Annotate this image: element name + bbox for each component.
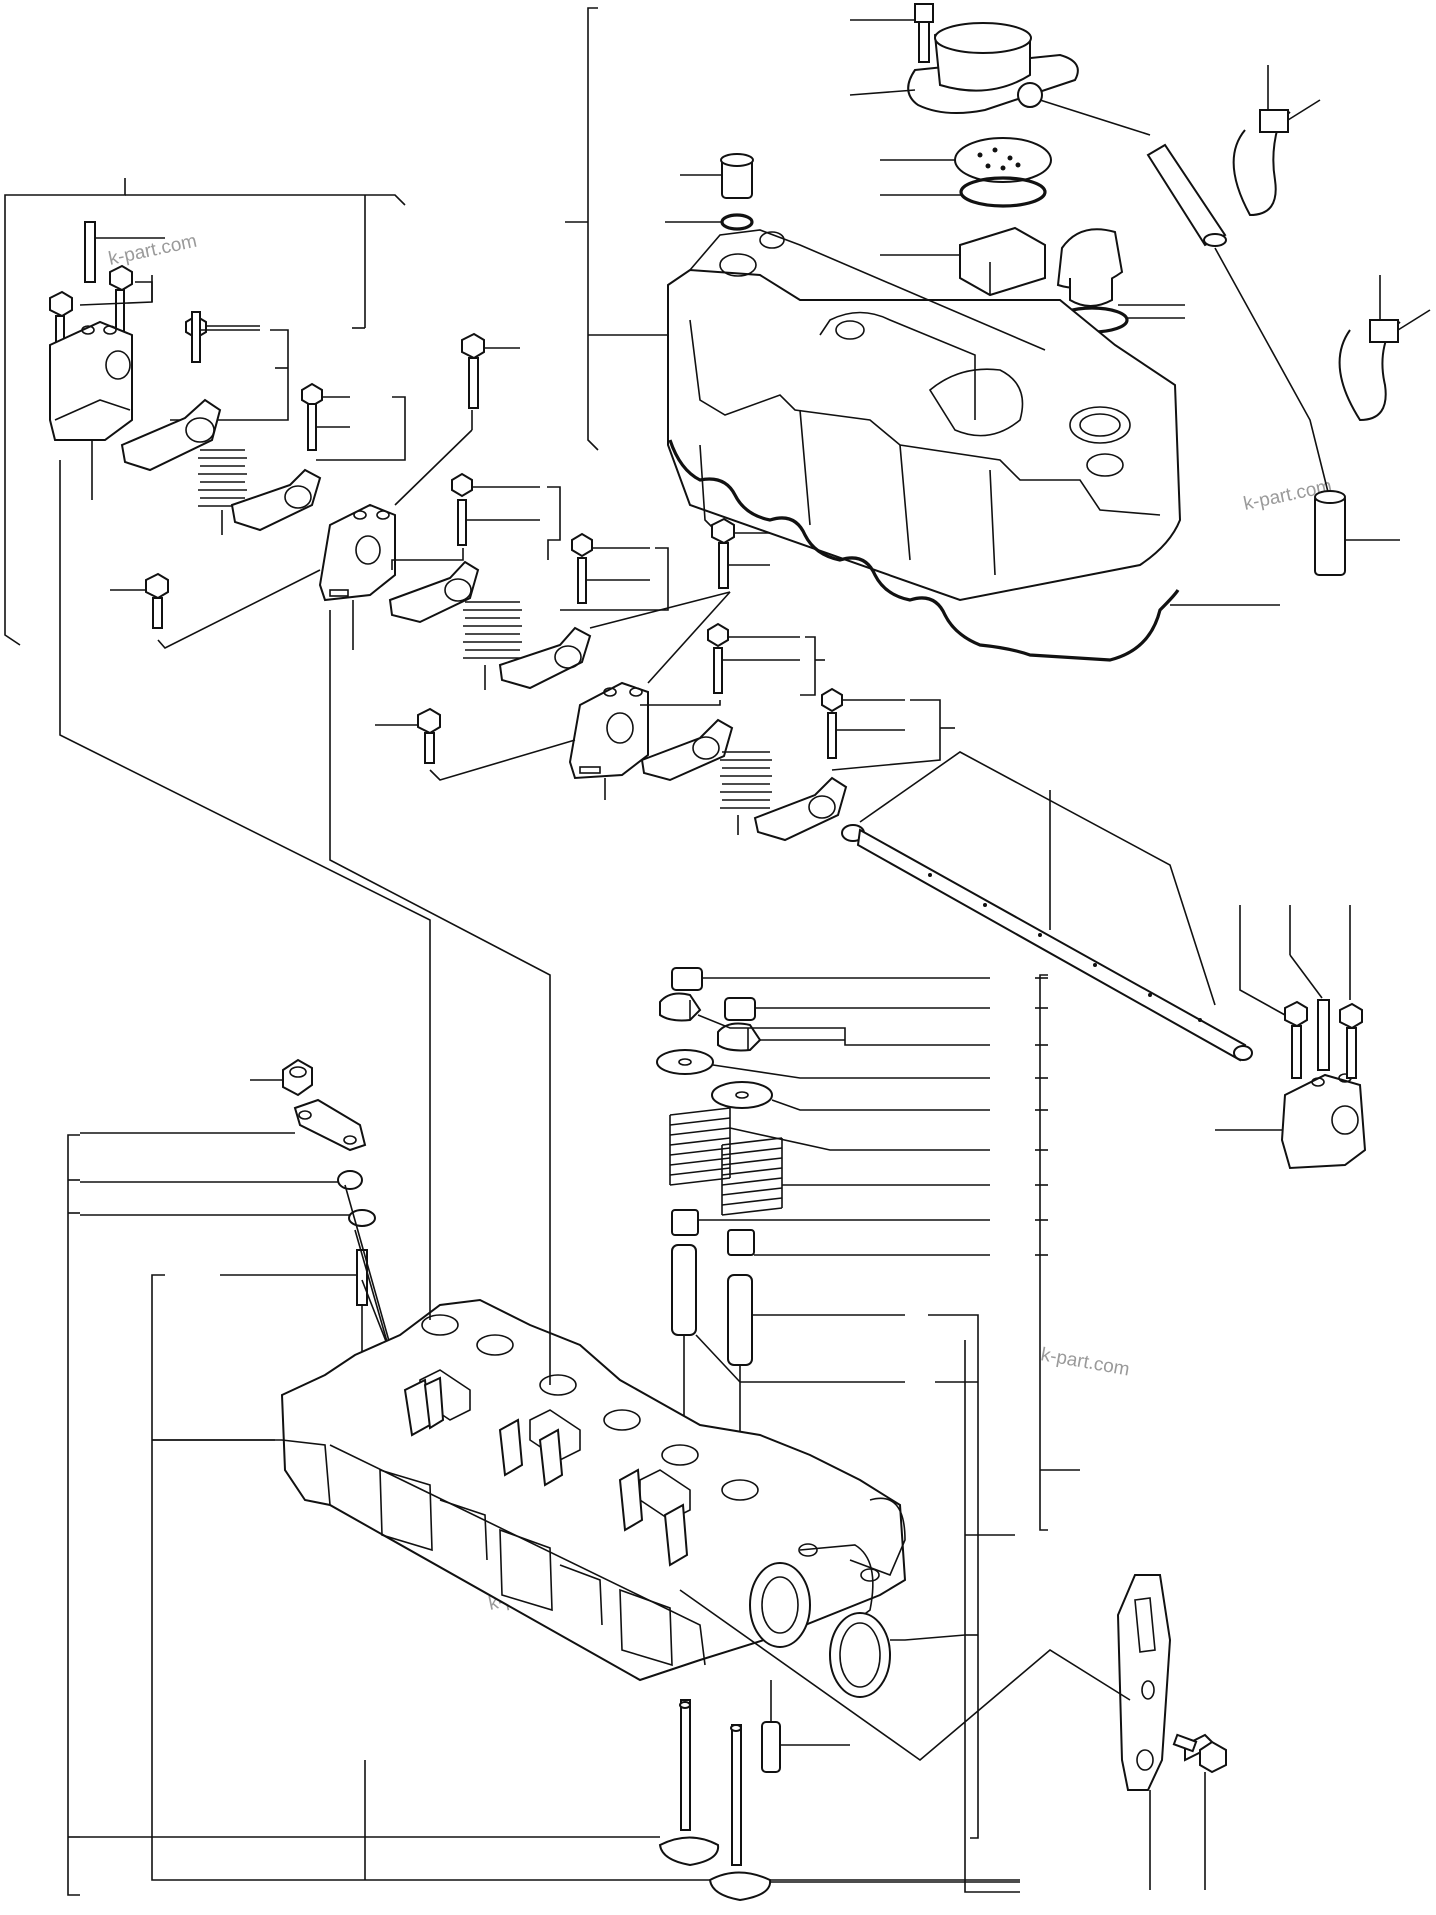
valve-spring [721,1137,990,1216]
leader-lines [59,460,551,1880]
rocker-arm [753,776,848,842]
rocker-arm [388,560,480,624]
lock-nut [707,622,729,648]
bolt [375,707,441,764]
rocker-spring [463,601,522,690]
bracket-plate [80,1098,367,1152]
adjust-screw [191,311,201,363]
spring-retainer [656,1049,990,1079]
stud-bolt [220,1249,368,1360]
lock-nut [451,472,473,498]
exhaust-valve [708,1724,1020,1902]
plug-o-ring [665,213,754,231]
valve-stem-seal [671,1209,990,1236]
lock-nut [821,687,843,713]
rocker-support [568,681,649,800]
oil-filler-cap [1056,228,1185,307]
bolt [1339,905,1363,1079]
adjust-screw [713,647,723,694]
spring-retainer [711,1081,990,1111]
bolt [1239,905,1308,1079]
rocker-arm-group [4,178,955,842]
collar [80,1170,363,1190]
valve-cap [671,967,990,991]
valve-stem-seal [727,1229,990,1256]
hose-clamp [1338,275,1431,422]
breather-cap [907,22,1151,136]
valve-spring [669,1107,990,1186]
hose-fitting [1314,490,1400,576]
rocker-arm [640,718,734,782]
valve-cap [724,997,990,1021]
breather-o-ring [880,176,1047,208]
lock-nut [571,532,593,558]
lifting-bracket [679,1574,1172,1890]
adjust-screw [307,403,317,451]
nut [250,1058,313,1097]
adjust-screw [577,557,587,604]
bolt [109,264,133,336]
rocker-arm [120,398,222,472]
hose-clamp [1232,65,1321,217]
baffle-block [880,226,1046,297]
rocker-arm [498,626,592,690]
washer [80,1209,376,1227]
bolt [1172,1733,1227,1890]
rocker-spring [720,751,772,835]
plug-bolt [680,153,754,199]
valve-cover [667,229,1182,602]
lock-nut [301,382,323,408]
rocker-spring [198,449,247,535]
stud-bolt [84,221,165,283]
valve-cover-gasket [668,439,1280,662]
intake-valve [80,1699,720,1867]
watermark: k-part.com [107,231,199,270]
bolt [110,572,169,629]
rocker-support-end [1215,1073,1367,1170]
stud-bolt [1289,905,1330,1071]
rocker-arm [230,468,322,532]
breather-element [880,137,1052,183]
breather-bolt [850,3,934,63]
dowel-pin [761,1680,850,1773]
cylinder-head [152,1298,907,1682]
valve-cover-group [565,3,1280,662]
bolt [461,332,520,409]
valve-collet [717,1022,762,1052]
cylinder-head-group [67,1058,1227,1902]
valve-collet [659,992,702,1022]
breather-hose-group [1146,65,1431,576]
rocker-support [49,320,133,500]
rocker-shaft [841,751,1253,1062]
rocker-support [318,503,396,650]
valve-spring-group [656,967,1080,1839]
seal-ring [829,1612,966,1698]
adjust-screw [457,499,467,546]
adjust-screw [827,712,837,759]
breather-hose [1146,143,1331,501]
watermark: k-part.com [1039,1344,1131,1380]
